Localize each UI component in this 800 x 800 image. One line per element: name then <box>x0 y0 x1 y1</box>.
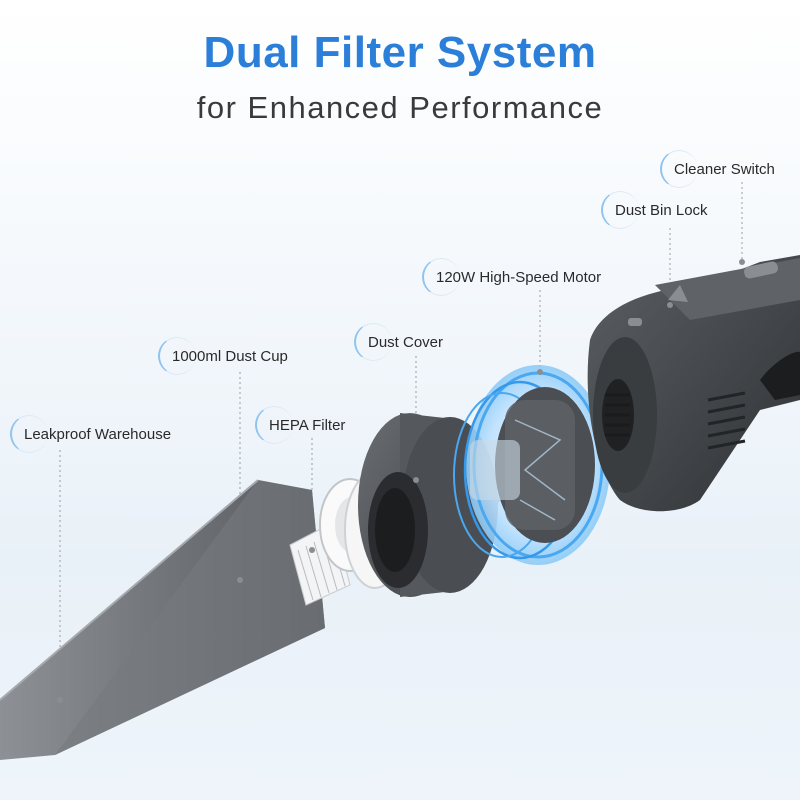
callout-dust-cup: 1000ml Dust Cup <box>158 337 288 375</box>
callout-motor: 120W High-Speed Motor <box>422 258 601 296</box>
callout-cleaner-switch: Cleaner Switch <box>660 150 775 188</box>
high-speed-motor <box>453 365 610 565</box>
subtitle: for Enhanced Performance <box>196 90 604 125</box>
title: Dual Filter System <box>203 28 597 77</box>
callout-ring-icon <box>158 337 196 375</box>
callout-ring-icon <box>255 406 293 444</box>
dust-cup-cone <box>0 479 325 760</box>
callout-ring-icon <box>354 323 392 361</box>
callout-ring-icon <box>660 150 698 188</box>
callout-hepa-filter: HEPA Filter <box>255 406 345 444</box>
callout-dust-cover: Dust Cover <box>354 323 443 361</box>
callout-dust-bin-lock: Dust Bin Lock <box>601 191 708 229</box>
callout-leakproof-warehouse: Leakproof Warehouse <box>10 415 171 453</box>
callout-ring-icon <box>10 415 48 453</box>
callout-ring-icon <box>422 258 460 296</box>
callout-ring-icon <box>601 191 639 229</box>
dust-cover <box>358 413 500 597</box>
vacuum-body <box>587 255 800 512</box>
